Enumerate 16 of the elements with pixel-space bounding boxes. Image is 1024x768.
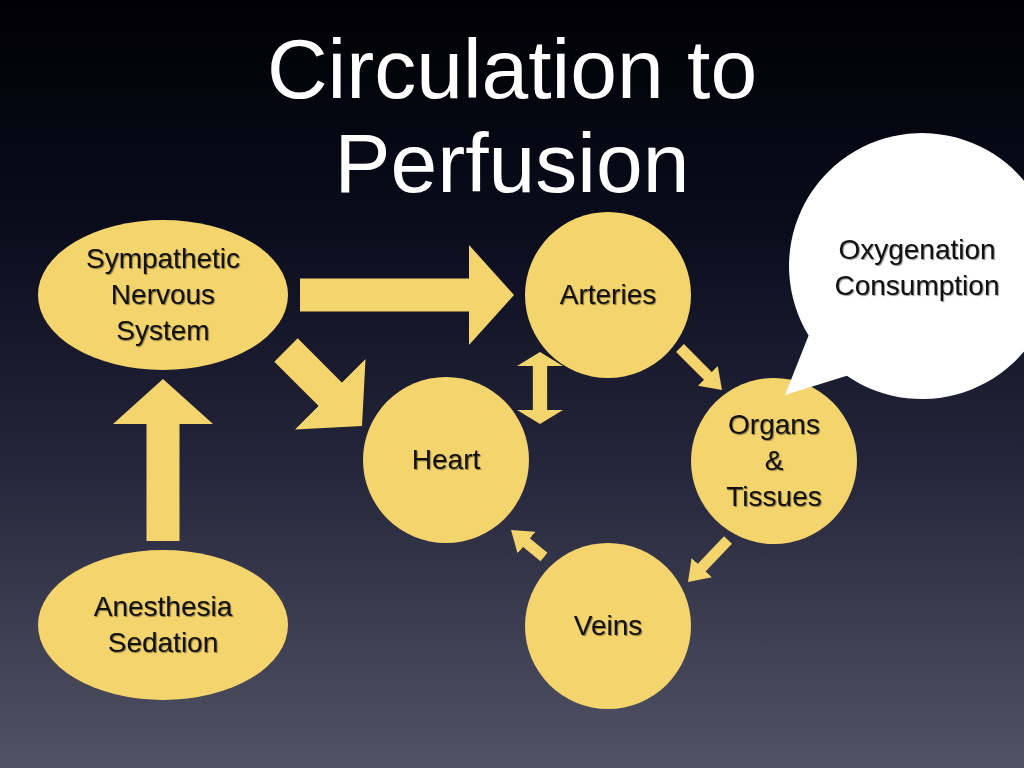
bubble-text: Oxygenation Consumption — [833, 233, 1001, 303]
node-label: Anesthesia Sedation — [92, 590, 234, 660]
arrow — [688, 536, 732, 582]
block-arrow — [113, 379, 213, 541]
block-arrow — [300, 245, 514, 345]
arrow — [511, 530, 548, 562]
node-label: Heart — [410, 443, 482, 477]
block-arrow — [274, 338, 366, 430]
slide-title: Circulation to Perfusion — [265, 22, 759, 210]
arrow — [676, 344, 722, 390]
double-arrow — [517, 352, 563, 424]
node-label: Veins — [572, 609, 644, 643]
speech-bubble — [782, 133, 1024, 400]
node-label: Arteries — [558, 278, 658, 312]
node-label: Organs & Tissues — [725, 408, 823, 514]
node-label: Sympathetic Nervous System — [84, 242, 242, 348]
